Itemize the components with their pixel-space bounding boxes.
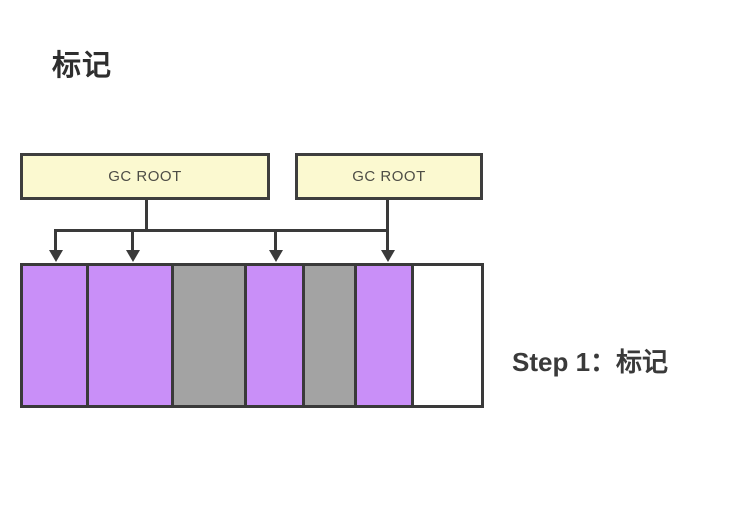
arrow-down-icon [48,250,63,262]
memory-segment-free [414,266,481,405]
memory-segment-unmarked [305,266,357,405]
arrow-down-icon [380,250,395,262]
page-title: 标记 [52,50,113,82]
arrow-down-icon [125,250,140,262]
memory-bar [20,263,484,408]
arrow-line [131,229,134,250]
connector-bus-line [54,229,389,232]
arrow-line [386,229,389,250]
step-label: Step 1：标记 [512,347,669,377]
arrow-line [54,229,57,250]
arrow-line [274,229,277,250]
connector-line-root2 [386,200,389,231]
connector-line-root1 [145,200,148,231]
memory-segment-marked [357,266,414,405]
memory-segment-marked [89,266,174,405]
gc-root-box-2: GC ROOT [295,153,483,200]
memory-segment-unmarked [174,266,247,405]
memory-segment-marked [23,266,89,405]
arrow-down-icon [268,250,283,262]
gc-root-box-1: GC ROOT [20,153,270,200]
memory-segment-marked [247,266,305,405]
